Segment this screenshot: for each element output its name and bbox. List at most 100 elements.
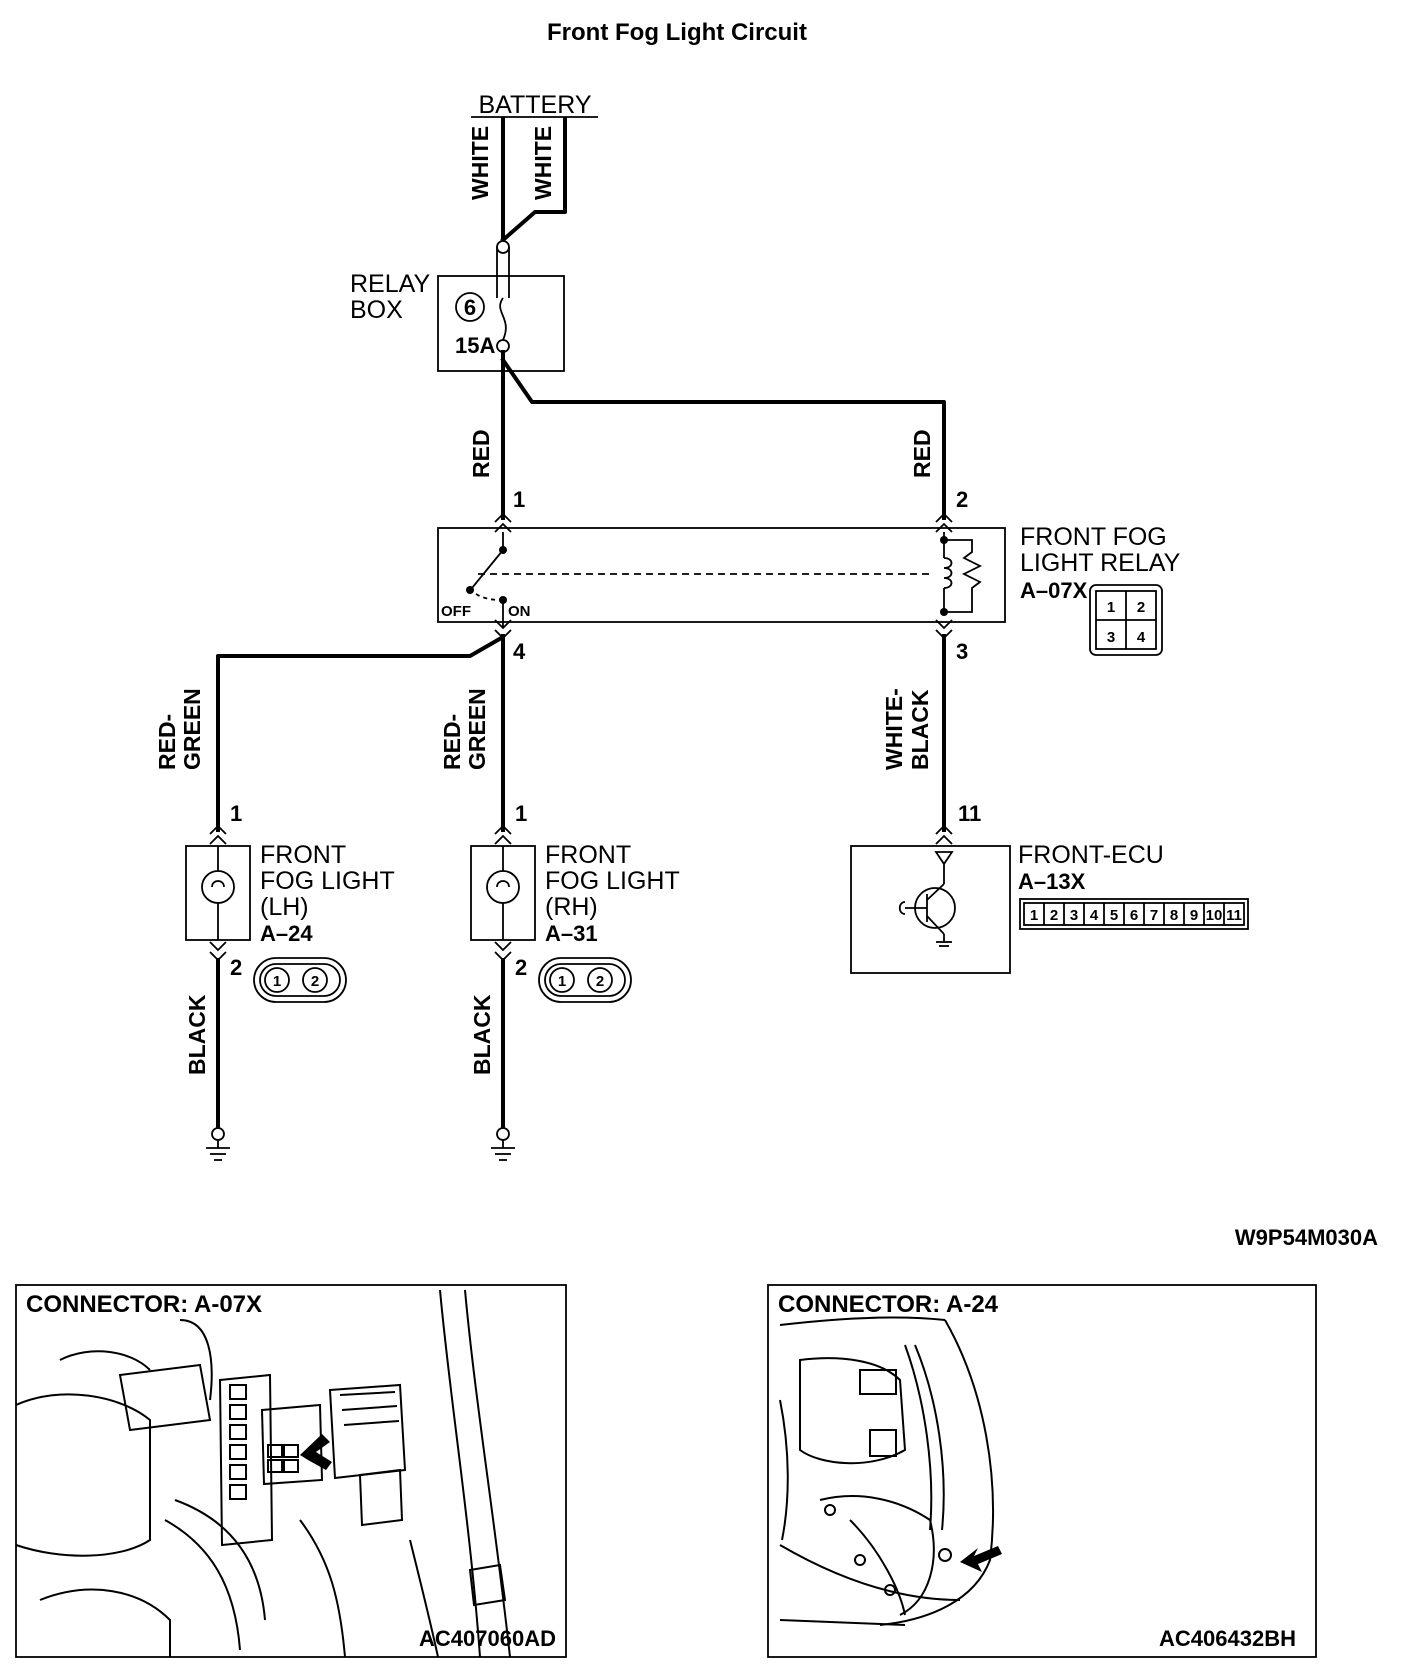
wire-red-pin2 (500, 357, 946, 520)
relay-coil-node-bottom (940, 608, 948, 616)
wire-color-white-b: WHITE (530, 126, 556, 200)
ecu-face-pin: 11 (1226, 907, 1242, 924)
diagram-id: W9P54M030A (1235, 1225, 1378, 1250)
ecu-face-pin: 8 (1170, 907, 1178, 924)
lamp-lh-name-1: FRONT (260, 841, 346, 869)
ecu-face-pin: 6 (1130, 907, 1138, 924)
fuse-rating: 15A (455, 333, 495, 358)
wire-color-ecu-1: WHITE- (881, 688, 907, 770)
panel-a07x-title: CONNECTOR: A-07X (26, 1291, 262, 1318)
lamp-rh-in-chevron (494, 824, 512, 845)
relay-pin-2-chevron (935, 512, 953, 533)
lamp-lh-connector-id: A–24 (260, 921, 313, 946)
relay-switch-travel (475, 593, 504, 601)
relay-switch-off-contact (466, 586, 474, 594)
lamp-rh-name-3: (RH) (545, 893, 598, 921)
lamp-rh-face-pin-1: 1 (558, 973, 566, 990)
wire-white-secondary (500, 117, 567, 243)
lamp-lh-in-chevron (209, 824, 227, 845)
fuse-element-icon (499, 297, 507, 341)
connector-panel-a07x: CONNECTOR: A-07X AC407060AD (15, 1284, 567, 1658)
ecu-face-pin: 10 (1206, 907, 1223, 924)
lamp-lh-out-chevron (209, 941, 227, 962)
relay-pin-1-label: 1 (513, 487, 525, 512)
relay-pin-1-chevron (494, 512, 512, 533)
relay-switch-off-label: OFF (441, 603, 471, 620)
ground-lh-icon (206, 1127, 230, 1161)
ecu-input-diode-icon (934, 851, 954, 884)
lamp-rh-name-1: FRONT (545, 841, 631, 869)
wire-color-ecu-2: BLACK (907, 689, 933, 770)
lamp-lh-pin-2: 2 (230, 955, 242, 980)
lamp-lh-connector-face: 1 2 (253, 957, 347, 1003)
diagram-title: Front Fog Light Circuit (547, 19, 807, 46)
lamp-lh-face-pin-2: 2 (311, 973, 319, 990)
relay-face-pin-2: 2 (1137, 599, 1145, 616)
fuse-terminal-top (496, 240, 510, 254)
relay-resistor-icon (944, 539, 983, 613)
lamp-lh-name-3: (LH) (260, 893, 309, 921)
relay-face-pin-1: 1 (1107, 599, 1115, 616)
wire-color-ground-rh: BLACK (469, 994, 495, 1075)
engine-bay-illustration-a07x (15, 1289, 511, 1658)
relay-switch-on-label: ON (508, 603, 531, 620)
lamp-lh-pin-1: 1 (230, 801, 242, 826)
relay-name-2: LIGHT RELAY (1020, 549, 1181, 577)
ecu-face-pin: 9 (1190, 907, 1198, 924)
ecu-face-pin: 2 (1050, 907, 1058, 924)
relay-name-1: FRONT FOG (1020, 523, 1167, 551)
lamp-lh-bulb-icon (201, 870, 235, 904)
ecu-in-chevron (935, 824, 953, 845)
relay-face-pin-4: 4 (1137, 629, 1146, 646)
ecu-face-pin: 3 (1070, 907, 1078, 924)
lamp-rh-connector-face: 1 2 (538, 957, 632, 1003)
ecu-face-pin: 1 (1030, 907, 1038, 924)
ecu-body (850, 845, 1011, 974)
ecu-face-pin: 4 (1090, 907, 1099, 924)
lamp-rh-pin-1: 1 (515, 801, 527, 826)
wire-color-ground-lh: BLACK (184, 994, 210, 1075)
wire-color-lh-2: GREEN (179, 688, 205, 770)
relay-body (437, 527, 1006, 623)
ecu-connector-id: A–13X (1018, 869, 1086, 894)
relay-box-label-1: RELAY (350, 270, 430, 298)
fuse-number-circle (455, 292, 485, 322)
ecu-face-pin: 7 (1150, 907, 1158, 924)
wire-color-white-a: WHITE (467, 126, 493, 200)
wire-color-rh-2: GREEN (464, 688, 490, 770)
wire-color-red-2: RED (909, 429, 935, 478)
lamp-lh-name-2: FOG LIGHT (260, 867, 395, 895)
lamp-rh-name-2: FOG LIGHT (545, 867, 680, 895)
lamp-lh-face-pin-1: 1 (273, 973, 281, 990)
relay-connector-face: 1 2 3 4 (1089, 584, 1163, 656)
lamp-rh-face-pin-2: 2 (596, 973, 604, 990)
ecu-pin-label: 11 (958, 801, 981, 826)
connector-panel-a24: CONNECTOR: A-24 AC406432BH (767, 1284, 1317, 1658)
ecu-transistor-icon (898, 883, 956, 947)
panel-a24-code: AC406432BH (1159, 1626, 1296, 1651)
battery-label: BATTERY (479, 91, 592, 119)
relay-connector-id: A–07X (1020, 578, 1088, 603)
ecu-name: FRONT-ECU (1018, 841, 1164, 869)
relay-switch-arm (471, 549, 504, 589)
relay-pin-3-label: 3 (956, 639, 968, 664)
ground-rh-icon (491, 1127, 515, 1161)
lamp-rh-bulb-icon (486, 870, 520, 904)
relay-face-pin-3: 3 (1107, 629, 1115, 646)
wire-color-lh-1: RED- (154, 714, 180, 770)
relay-box-label-2: BOX (350, 296, 403, 324)
lamp-rh-out-chevron (494, 941, 512, 962)
panel-a24-title: CONNECTOR: A-24 (778, 1291, 999, 1318)
lamp-rh-pin-2: 2 (515, 955, 527, 980)
lamp-rh-connector-id: A–31 (545, 921, 598, 946)
fuse-number: 6 (464, 295, 476, 320)
wire-color-red-1: RED (468, 429, 494, 478)
panel-a07x-code: AC407060AD (419, 1626, 556, 1651)
relay-pin-2-label: 2 (956, 487, 968, 512)
ecu-face-pin: 5 (1110, 907, 1118, 924)
relay-pin-4-label: 4 (513, 639, 526, 664)
wire-color-rh-1: RED- (439, 714, 465, 770)
engine-bay-illustration-a24 (779, 1316, 1002, 1626)
